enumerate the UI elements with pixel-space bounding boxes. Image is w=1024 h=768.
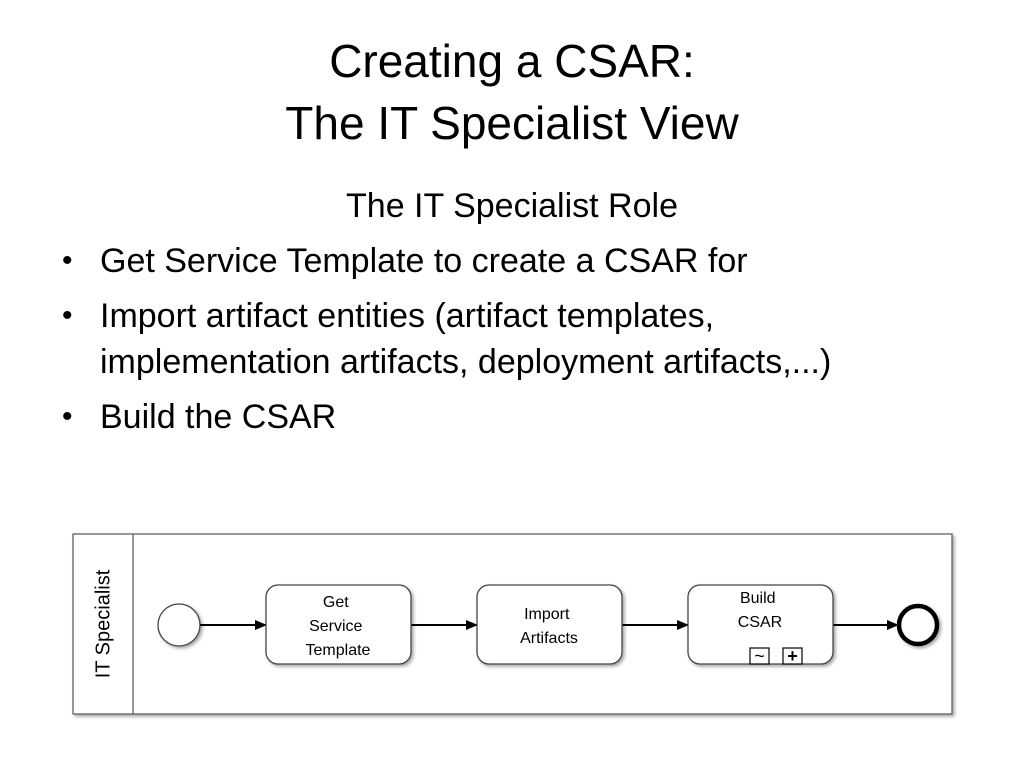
svg-text:Import Artifacts: Import Artifacts bbox=[520, 606, 578, 647]
task-2-line-2: Artifacts bbox=[520, 630, 578, 647]
bullet-text-2: Import artifact entities (artifact templ… bbox=[100, 297, 832, 381]
svg-text:Build CSAR: Build CSAR bbox=[738, 590, 782, 631]
subprocess-marker-symbol: + bbox=[787, 646, 798, 666]
slide-subtitle: The IT Specialist Role bbox=[346, 187, 678, 225]
end-event bbox=[896, 603, 940, 647]
task-build-csar: Build CSAR ~ + bbox=[687, 584, 834, 666]
slide-title: Creating a CSAR: The IT Specialist View bbox=[0, 30, 1024, 154]
slide-title-line-1: Creating a CSAR: bbox=[329, 35, 695, 87]
loop-marker-symbol: ~ bbox=[754, 646, 765, 666]
task-1-line-3: Template bbox=[306, 642, 371, 659]
task-2-line-1: Import bbox=[524, 606, 570, 623]
bullet-list: • Get Service Template to create a CSAR … bbox=[56, 238, 876, 449]
start-event bbox=[157, 603, 201, 647]
bullet-marker: • bbox=[62, 400, 73, 433]
task-get-service-template: Get Service Template bbox=[265, 584, 412, 665]
svg-text:Get Service Templa: Get Service Template bbox=[306, 594, 371, 659]
lane-label: IT Specialist bbox=[92, 569, 114, 678]
bullet-item-1: • Get Service Template to create a CSAR … bbox=[56, 238, 876, 284]
bullet-text-3: Build the CSAR bbox=[100, 398, 337, 436]
bullet-marker: • bbox=[62, 299, 73, 332]
subprocess-marker-icon: + bbox=[782, 646, 803, 666]
bullet-text-1: Get Service Template to create a CSAR fo… bbox=[100, 242, 748, 280]
task-1-line-1: Get bbox=[323, 594, 349, 611]
bullet-marker: • bbox=[62, 244, 73, 277]
bullet-item-3: • Build the CSAR bbox=[56, 394, 876, 440]
task-1-line-2: Service bbox=[309, 618, 362, 635]
slide-title-line-2: The IT Specialist View bbox=[285, 97, 739, 149]
task-import-artifacts: Import Artifacts bbox=[476, 584, 623, 665]
task-3-line-1: Build bbox=[740, 590, 776, 607]
bullet-item-2: • Import artifact entities (artifact tem… bbox=[56, 293, 876, 385]
loop-marker-icon: ~ bbox=[749, 646, 770, 666]
task-3-line-2: CSAR bbox=[738, 614, 782, 631]
